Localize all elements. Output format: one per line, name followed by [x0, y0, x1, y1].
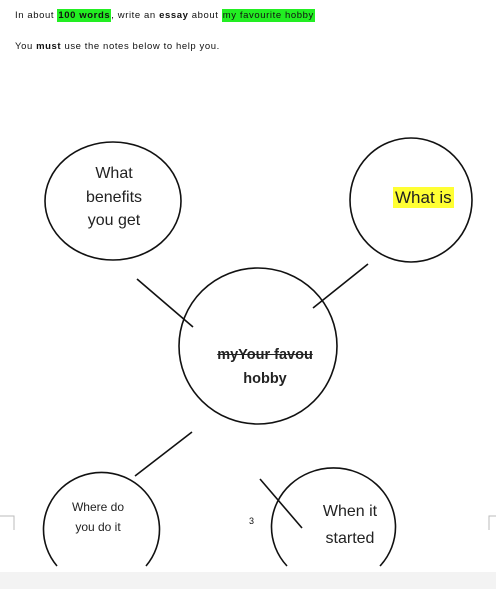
page-corner-right — [488, 515, 496, 530]
center-topic-text: myYour favou hobby — [190, 343, 340, 391]
center-struck-text: myYour favou — [217, 347, 313, 363]
connector-when — [259, 478, 303, 529]
connector-benefits — [136, 278, 194, 328]
word-count: 100 words — [58, 10, 111, 21]
notes-prefix: You — [15, 41, 33, 52]
what-is-circle — [349, 137, 473, 263]
where-circle — [42, 471, 161, 567]
center-hobby-text: hobby — [243, 371, 287, 387]
what-is-text: What is — [393, 187, 454, 208]
about-word: about — [191, 10, 219, 21]
instruction-line: In about 100 words, write an essay about… — [15, 9, 315, 22]
essay-word: essay — [159, 10, 189, 21]
must-word: must — [36, 41, 62, 52]
center-circle — [178, 267, 338, 425]
benefits-text: What benefits you get — [85, 165, 143, 229]
notes-line: You must use the notes below to help you… — [15, 41, 220, 52]
notes-suffix: use the notes below to help you. — [64, 41, 220, 52]
instruction-prefix: In about — [15, 10, 55, 21]
word-count-highlight: 100 words — [57, 9, 112, 22]
benefits-circle — [44, 141, 182, 261]
page-corner-left — [0, 515, 15, 530]
where-text: Where do you do it — [71, 500, 125, 534]
connector-where — [134, 431, 193, 477]
when-text: When it started — [322, 503, 378, 547]
when-circle — [270, 467, 397, 567]
connector-what-is — [312, 263, 369, 309]
page-number: 3 — [249, 516, 255, 526]
instruction-middle: , write an — [111, 10, 156, 21]
topic-highlight: my favourite hobby — [221, 9, 315, 22]
page-bottom-strip — [0, 572, 496, 589]
